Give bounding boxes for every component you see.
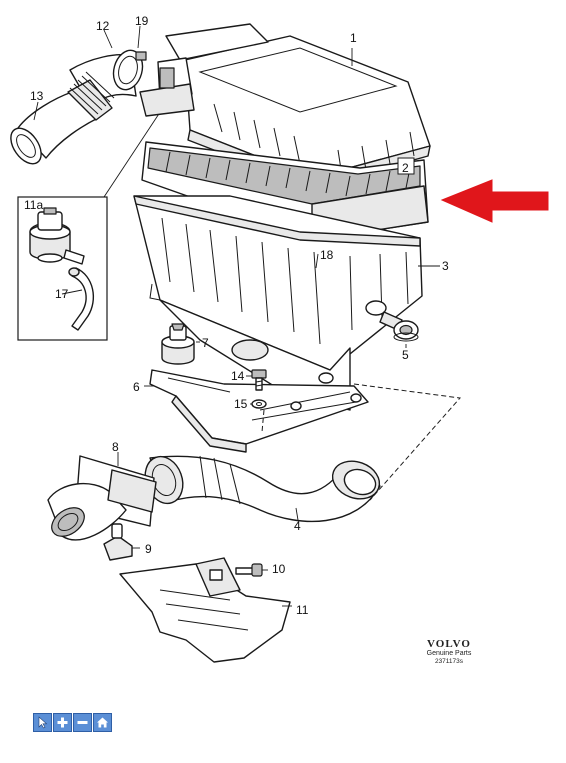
filter-housing-3[interactable] bbox=[133, 195, 423, 411]
zoom-in-icon bbox=[57, 717, 68, 728]
callout-13: 13 bbox=[30, 89, 44, 103]
pointer-icon bbox=[38, 716, 48, 729]
callout-15: 15 bbox=[234, 397, 248, 411]
callout-11a: 11a bbox=[24, 198, 43, 212]
zoom-out-icon bbox=[77, 721, 88, 724]
inset-detail-box bbox=[17, 87, 177, 341]
callout-10: 10 bbox=[272, 562, 286, 576]
washer-15[interactable] bbox=[251, 399, 267, 409]
callout-4: 4 bbox=[294, 519, 301, 533]
callout-19: 19 bbox=[135, 14, 149, 28]
brand-name: VOLVO bbox=[427, 638, 471, 650]
exploded-parts-diagram: 1 2 3 4 5 6 7 8 9 10 11 12 13 14 15 17 1… bbox=[5, 14, 549, 663]
diagram-number: 2371173s bbox=[434, 658, 464, 665]
callout-18: 18 bbox=[320, 248, 334, 262]
grommet-5[interactable] bbox=[393, 320, 419, 342]
screw-10[interactable] bbox=[235, 563, 263, 577]
callout-8: 8 bbox=[112, 440, 119, 454]
air-cleaner-cover-1[interactable] bbox=[139, 23, 431, 189]
callout-labels: 1 2 3 4 5 6 7 8 9 10 11 12 13 14 15 17 1… bbox=[24, 14, 449, 617]
callout-17: 17 bbox=[55, 287, 69, 301]
vacuum-hose-17[interactable] bbox=[68, 267, 95, 331]
callout-11: 11 bbox=[296, 603, 309, 617]
home-icon bbox=[97, 717, 108, 728]
adapter-8[interactable] bbox=[46, 455, 157, 542]
callout-2: 2 bbox=[402, 161, 409, 175]
callout-9: 9 bbox=[145, 542, 152, 556]
bolt-14[interactable] bbox=[251, 369, 267, 391]
callout-7: 7 bbox=[202, 336, 209, 350]
callout-12: 12 bbox=[96, 19, 110, 33]
intake-hose-13[interactable] bbox=[5, 54, 137, 170]
brand-block: VOLVO Genuine Parts 2371173s bbox=[414, 638, 484, 666]
pointer-button[interactable] bbox=[33, 713, 52, 732]
rubber-mount-7[interactable] bbox=[161, 323, 195, 365]
assembly-guide-line bbox=[261, 383, 461, 501]
hose-clamp-12[interactable] bbox=[109, 47, 147, 93]
intake-duct-4[interactable] bbox=[139, 451, 385, 523]
home-button[interactable] bbox=[93, 713, 112, 732]
callout-6: 6 bbox=[133, 380, 140, 394]
splash-shield-11[interactable] bbox=[119, 557, 291, 663]
zoom-in-button[interactable] bbox=[53, 713, 72, 732]
callout-5: 5 bbox=[402, 348, 409, 362]
callout-1: 1 bbox=[350, 31, 357, 45]
callout-14: 14 bbox=[231, 369, 245, 383]
callout-3: 3 bbox=[442, 259, 449, 273]
valve-11a[interactable] bbox=[29, 207, 85, 265]
brand-subtitle: Genuine Parts bbox=[426, 650, 472, 657]
viewer-toolbar bbox=[33, 713, 112, 732]
clip-9[interactable] bbox=[103, 523, 133, 561]
highlight-arrow bbox=[440, 179, 549, 223]
zoom-out-button[interactable] bbox=[73, 713, 92, 732]
